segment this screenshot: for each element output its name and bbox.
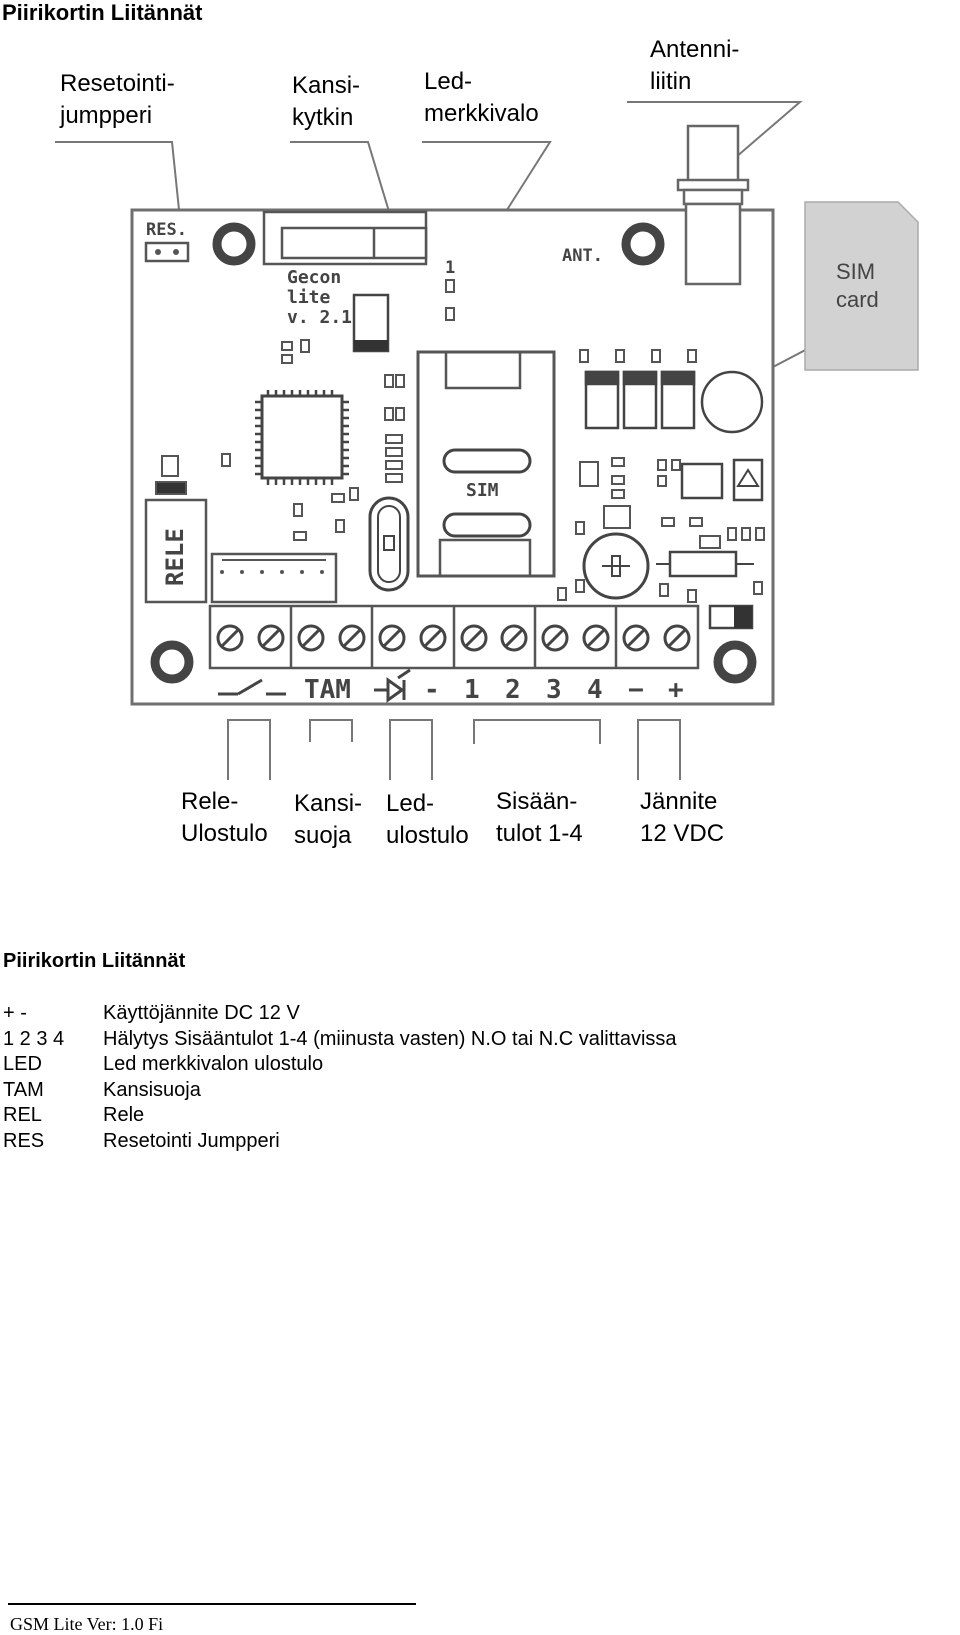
legend-key: 1 2 3 4: [3, 1027, 65, 1050]
legend-desc: Hälytys Sisääntulot 1-4 (miinusta vasten…: [103, 1027, 677, 1050]
legend-title: Piirikortin Liitännät: [3, 950, 186, 972]
board-label-rele: RELE: [161, 528, 189, 586]
legend-desc: Rele: [103, 1104, 145, 1126]
reset-jumper-icon: [144, 241, 190, 263]
switch-symbol-icon: [218, 678, 286, 696]
legend-row: REL Rele: [3, 1103, 677, 1129]
resistor-icon: [668, 550, 738, 578]
legend-table: + - Käyttöjännite DC 12 V 1 2 3 4 Hälyty…: [3, 1001, 677, 1154]
terminal-block-icon: [208, 604, 700, 670]
legend-key: + -: [3, 1002, 27, 1024]
smd-components: [155, 339, 765, 603]
leader-antenna: [627, 101, 803, 165]
board-label-in3: 3: [546, 675, 562, 705]
crystal-oscillator-icon: [368, 496, 410, 592]
board-label-minus2: −: [628, 675, 644, 705]
callout-tamper: Kansi- suoja: [294, 790, 363, 849]
legend-desc: Kansisuoja: [103, 1078, 201, 1101]
lid-switch-icon: [262, 210, 428, 266]
microcontroller-chip-icon: [255, 390, 349, 485]
capacitor-blocks: [584, 370, 764, 434]
board-label-led-pin: 1: [445, 258, 455, 278]
board-label-minus1: -: [424, 675, 440, 705]
callout-antenna-connector: Antenni- liitin: [650, 36, 740, 95]
legend-desc: Led merkkivalon ulostulo: [103, 1053, 324, 1075]
board-label-sim: SIM: [466, 480, 499, 501]
board-label-version: v. 2.1: [287, 307, 352, 328]
board-label-gecon: Gecon: [287, 267, 341, 288]
mounting-holes: [150, 222, 757, 684]
sim-holder-icon: [416, 350, 556, 578]
callout-voltage: Jännite 12 VDC: [640, 788, 725, 847]
legend-row: TAM Kansisuoja: [3, 1078, 677, 1104]
regulator-icon: [732, 458, 764, 502]
board-label-in4: 4: [587, 675, 603, 705]
legend-desc: Käyttöjännite DC 12 V: [103, 1002, 300, 1024]
led-indicator-icon: [445, 279, 455, 293]
callout-relay-output: Rele- Ulostulo: [181, 788, 268, 847]
pcb-drawing: RES. ANT. Gecon lite v. 2.1 1: [55, 101, 919, 780]
ic-chip-icon: [680, 462, 724, 500]
legend-row: RES Resetointi Jumpperi: [3, 1129, 677, 1155]
board-label-plus: +: [668, 675, 684, 705]
antenna-connector-icon: [676, 124, 750, 286]
relay-component-icon: [144, 498, 208, 604]
smd-part: [445, 307, 455, 321]
board-label-ant: ANT.: [562, 246, 603, 266]
board-label-res: RES.: [146, 220, 187, 240]
board-label-tam: TAM: [304, 675, 351, 705]
sim-card-label: SIM card: [836, 259, 879, 312]
legend-key: TAM: [3, 1078, 44, 1101]
board-label-in2: 2: [505, 675, 521, 705]
legend-desc: Resetointi Jumpperi: [103, 1129, 280, 1152]
callout-led-output: Led- ulostulo: [386, 790, 469, 849]
legend-key: LED: [3, 1053, 42, 1075]
board-label-lite: lite: [287, 287, 331, 308]
callout-reset-jumper: Resetointi- jumpperi: [60, 70, 175, 129]
legend-row: LED Led merkkivalon ulostulo: [3, 1052, 677, 1078]
diode-band: [354, 340, 388, 351]
legend-key: REL: [3, 1104, 42, 1126]
callout-inputs: Sisään- tulot 1-4: [496, 788, 583, 847]
circuit-board-diagram: Resetointi- jumpperi Kansi- kytkin Led- …: [0, 30, 960, 900]
callout-led-indicator: Led- merkkivalo: [424, 68, 539, 127]
legend-key: RES: [3, 1129, 45, 1152]
page-title: Piirikortin Liitännät: [2, 0, 203, 25]
led-symbol-icon: [374, 668, 411, 703]
legend-row: 1 2 3 4 Hälytys Sisääntulot 1-4 (miinust…: [3, 1027, 677, 1053]
sim-card-icon: [804, 201, 919, 371]
pin-header-icon: [210, 552, 338, 604]
board-label-in1: 1: [464, 675, 480, 705]
legend-row: + - Käyttöjännite DC 12 V: [3, 1001, 677, 1027]
footer-version: GSM Lite Ver: 1.0 Fi: [10, 1614, 164, 1634]
footer-divider: [8, 1603, 416, 1605]
callout-lid-switch: Kansi- kytkin: [292, 72, 361, 131]
bottom-brackets: [227, 719, 681, 780]
